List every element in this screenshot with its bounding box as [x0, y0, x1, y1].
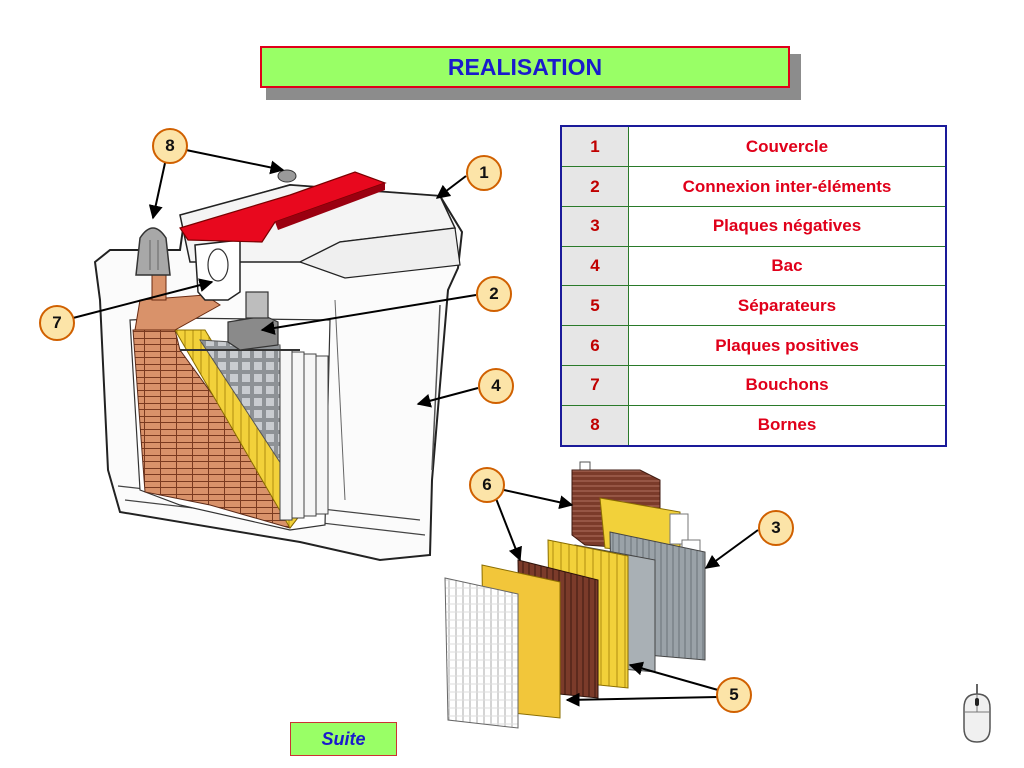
callout-6-label: 6 [482, 475, 492, 494]
legend-label: Couvercle [628, 125, 947, 168]
callout-7: 7 [39, 305, 75, 341]
callout-4-label: 4 [491, 376, 501, 395]
callout-3: 3 [758, 510, 794, 546]
legend-number: 8 [560, 404, 629, 447]
legend-label: Bouchons [628, 365, 947, 406]
suite-button-label: Suite [321, 728, 366, 749]
legend-number: 2 [560, 166, 629, 207]
callout-2: 2 [476, 276, 512, 312]
callout-2-label: 2 [489, 284, 499, 303]
battery-illustration [93, 169, 464, 562]
suite-button[interactable]: Suite [290, 722, 397, 756]
mouse-icon [963, 684, 991, 743]
legend-number: 5 [560, 285, 629, 327]
legend-label: Séparateurs [628, 285, 947, 327]
callout-8-label: 8 [165, 136, 175, 155]
legend-number: 3 [560, 205, 629, 247]
callout-7-label: 7 [52, 313, 62, 332]
page-title-text: REALISATION [447, 53, 603, 80]
legend-number: 6 [560, 325, 629, 367]
page-title: REALISATION [260, 46, 790, 88]
callout-1: 1 [466, 155, 502, 191]
callout-1-label: 1 [479, 163, 489, 182]
legend-number: 1 [560, 125, 629, 168]
legend-label: Connexion inter-éléments [628, 166, 947, 207]
exploded-plates-illustration [444, 461, 706, 729]
legend-label: Bornes [628, 404, 947, 447]
callout-3-label: 3 [771, 518, 781, 537]
callout-5-label: 5 [729, 685, 739, 704]
legend-label: Plaques négatives [628, 205, 947, 247]
legend-number: 7 [560, 365, 629, 406]
callout-5: 5 [716, 677, 752, 713]
legend-label: Bac [628, 245, 947, 287]
callout-4: 4 [478, 368, 514, 404]
callout-arrows [72, 149, 759, 707]
callout-8: 8 [152, 128, 188, 164]
callout-6: 6 [469, 467, 505, 503]
legend-number: 4 [560, 245, 629, 287]
legend-label: Plaques positives [628, 325, 947, 367]
